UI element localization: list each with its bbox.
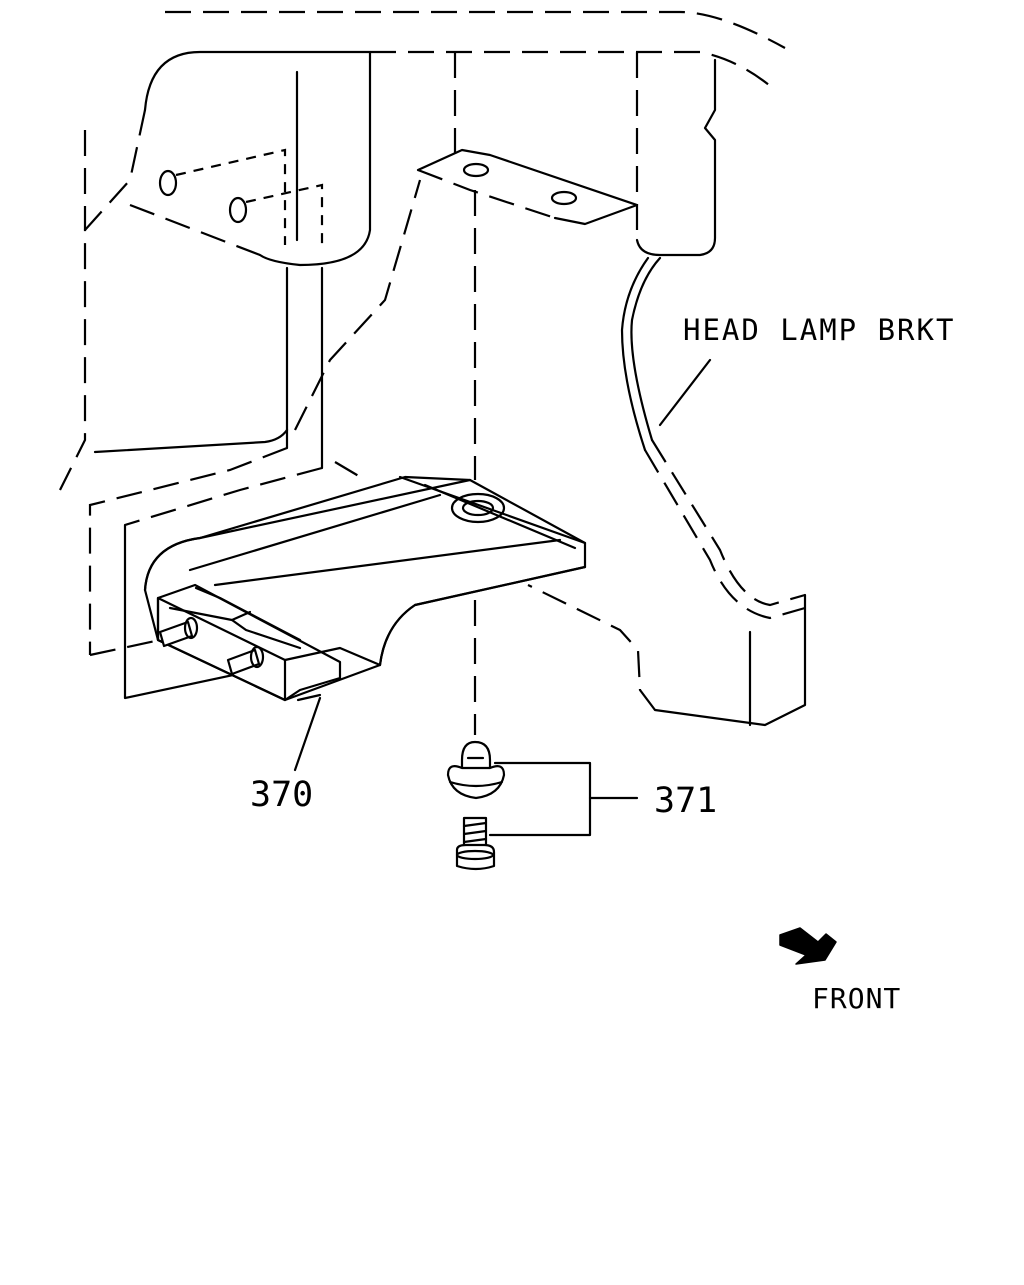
head-lamp-bracket (527, 52, 807, 727)
leader-lines (293, 358, 712, 837)
body-panel-outline (59, 10, 786, 491)
part-number-371-label: 371 (654, 781, 718, 821)
front-arrow-icon (779, 927, 837, 965)
upper-bracket-plate (416, 148, 639, 735)
head-lamp-bracket-label: HEAD LAMP BRKT (683, 313, 956, 347)
front-direction-label: FRONT (812, 982, 902, 1015)
part-371-fasteners (446, 740, 506, 871)
frame-rails (88, 52, 457, 700)
part-370-bracket (143, 475, 587, 702)
part-number-370-label: 370 (250, 775, 314, 815)
